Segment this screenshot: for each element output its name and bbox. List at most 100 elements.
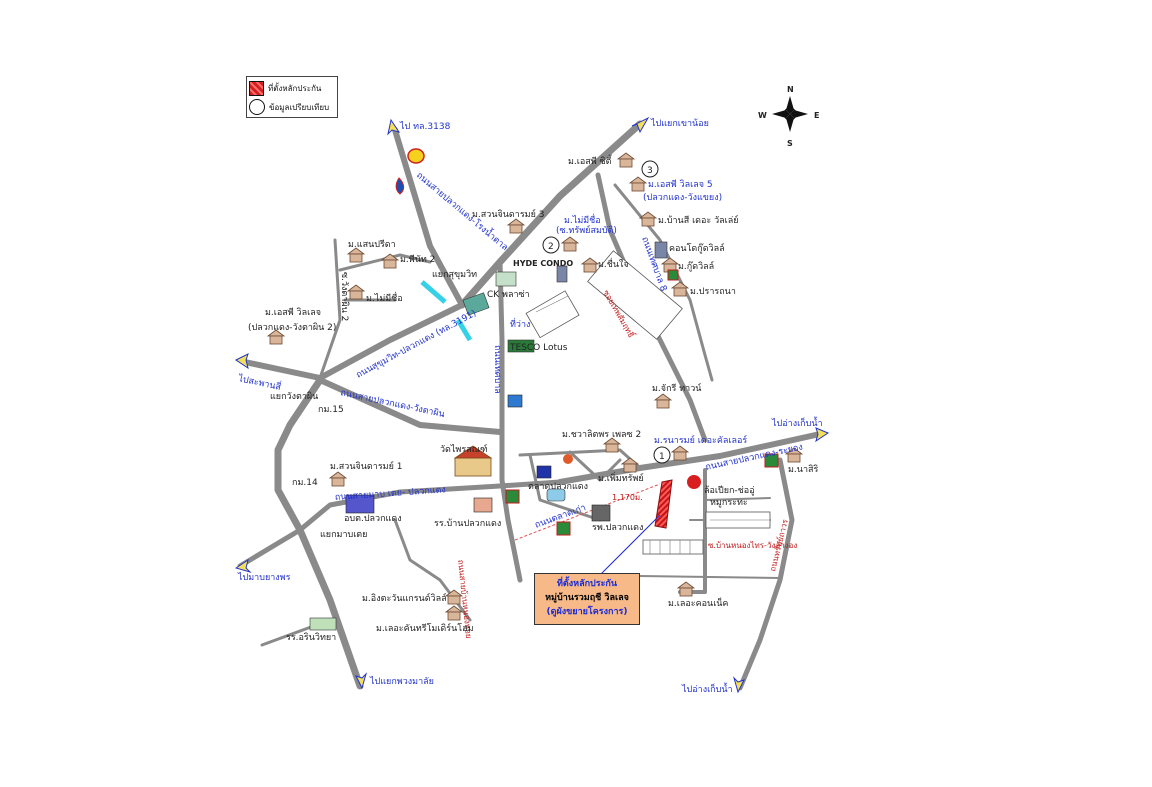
place-m-no-name2: ม.ไม่มีชื่อ bbox=[366, 291, 403, 304]
distance-line bbox=[514, 483, 661, 541]
place-hospital: รพ.ปลวกแดง bbox=[592, 523, 643, 533]
house-icon bbox=[560, 236, 580, 252]
compass-icon: N S E W bbox=[758, 85, 819, 148]
house-icon bbox=[628, 176, 648, 192]
restaurant-icon bbox=[687, 475, 701, 489]
house-icon bbox=[266, 329, 286, 345]
label-to-reservoir-2: ไปอ่างเก็บน้ำ bbox=[681, 682, 733, 695]
house-icon bbox=[444, 589, 464, 605]
road-cluster-2 bbox=[528, 453, 602, 522]
seven-eleven-icon bbox=[667, 269, 679, 281]
district-office-icon bbox=[345, 494, 375, 514]
place-condo: คอนโดกู๊ดวิลล์ bbox=[669, 242, 725, 254]
comparison-number-1: 1 bbox=[659, 452, 665, 462]
compass-n: N bbox=[787, 85, 794, 94]
place-m-sp-villa5: ม.เอสพี วิลเลจ 5 bbox=[648, 179, 713, 190]
shell-logo-icon bbox=[407, 148, 425, 164]
road-nw-small-2 bbox=[338, 253, 432, 272]
gas-station-icon bbox=[563, 454, 573, 464]
house-icon bbox=[346, 247, 366, 263]
place-m-sanpreeda: ม.แสนปรีดา bbox=[348, 239, 396, 250]
arrow-east bbox=[815, 427, 830, 443]
direction-arrows bbox=[234, 116, 830, 694]
road-label-map-khut: ถนนสายมาบ เตย- ปลวกแดง bbox=[335, 485, 447, 503]
house-icon bbox=[784, 447, 804, 463]
seven-eleven-icon bbox=[764, 453, 779, 468]
road-municipal-vertical bbox=[497, 259, 523, 583]
road-pluak-daeng-rayong bbox=[557, 431, 823, 485]
map-legend: ที่ตั้งหลักประกัน ข้อมูลเปรียบเทียบ bbox=[246, 76, 338, 118]
place-m-sp-villa5-sub: (ปลวกแดง-วังแขยง) bbox=[643, 193, 722, 203]
arrow-south-2 bbox=[732, 676, 745, 694]
callout-line-1: ที่ตั้งหลักประกัน bbox=[556, 579, 618, 589]
subject-site bbox=[654, 479, 673, 529]
condo-building-icon bbox=[654, 241, 668, 259]
place-school-arin: รร.อรินวิทยา bbox=[286, 632, 336, 643]
place-m-prathana: ม.ปรารถนา bbox=[690, 287, 736, 297]
road-la-conn-h bbox=[639, 575, 781, 579]
market-icon bbox=[536, 465, 552, 479]
arrow-west bbox=[235, 353, 249, 370]
house-icons bbox=[266, 152, 804, 621]
place-m-chakri: ม.จักรี ทาวน์ bbox=[652, 382, 702, 394]
road-label-sukhumvit: ถนนสุขุมวิท-ปลวกแดง (ทล.3191) bbox=[354, 308, 478, 381]
place-m-suan-cha1: ม.สวนจินดารมย์ 1 bbox=[330, 460, 402, 472]
ptt-logo-icon bbox=[395, 177, 405, 195]
road-east-small bbox=[704, 497, 771, 501]
arrow-south-1 bbox=[355, 672, 368, 690]
place-m-sp-villa: ม.เอสพี วิลเลจ bbox=[265, 307, 321, 318]
house-icon bbox=[653, 393, 673, 409]
house-icon bbox=[506, 218, 526, 234]
place-m-ladda: ม.เลอะคันทรีโมเดิร์นโฮม bbox=[376, 622, 474, 634]
callout-line-3: (ดูผังขยายโครงการ) bbox=[546, 607, 628, 617]
place-m-la-conn: ม.เลอะคอนเน็ค bbox=[668, 596, 728, 609]
collateral-swatch-icon bbox=[249, 81, 264, 96]
house-icon bbox=[670, 445, 690, 461]
place-empty-lot: ที่ว่าง bbox=[510, 317, 530, 330]
school-arin-icon bbox=[309, 617, 337, 631]
place-ck-plaza: CK พลาซ่า bbox=[487, 290, 530, 300]
housing-grid-lines bbox=[535, 295, 770, 554]
place-m-chuen: ม.ชื่นใจ bbox=[598, 257, 629, 270]
place-junction-sukhum: แยกสุขุมวิท bbox=[432, 269, 477, 280]
place-market: ตลาดปลวกแดง bbox=[528, 482, 588, 492]
place-m-ingdara: ม.อิงตะวันแกรนด์วิลล์ bbox=[362, 592, 447, 604]
label-to-khao-noi: ไปแยกเขาน้อย bbox=[650, 118, 709, 129]
road-cluster-1 bbox=[518, 448, 642, 470]
road-west-loop bbox=[274, 376, 364, 690]
road-map-taphut bbox=[297, 479, 563, 533]
place-junction-map: แยกมาบเตย bbox=[320, 530, 367, 540]
road-to-3138 bbox=[392, 127, 465, 308]
place-m-no-name1: ม.ไม่มีชื่อ bbox=[564, 213, 601, 226]
road-to-map-yang bbox=[237, 527, 303, 569]
place-junction-wang: แยกวังตาผิน bbox=[270, 391, 318, 402]
label-to-reservoir-1: ไปอ่างเก็บน้ำ bbox=[771, 416, 823, 429]
house-icon bbox=[660, 257, 680, 273]
house-icon bbox=[346, 284, 366, 300]
place-km15: กม.15 bbox=[318, 405, 344, 415]
road-cluster-3 bbox=[568, 450, 622, 482]
place-m-good: ม.กู๊ดวิลล์ bbox=[678, 260, 714, 272]
compass-s: S bbox=[787, 139, 793, 148]
comparison-marker-1 bbox=[653, 446, 671, 464]
road-label-soi-wang: ซ.วังตาผิน 2 bbox=[339, 272, 350, 321]
place-m-no-name1-sub: (ซ.ทรัพย์สมบัติ) bbox=[556, 224, 617, 236]
legend-comparison-label: ข้อมูลเปรียบเทียบ bbox=[269, 102, 330, 112]
distance-label: 1,170ม. bbox=[612, 493, 643, 502]
house-icon bbox=[620, 457, 640, 473]
place-km14: กม.14 bbox=[292, 478, 318, 488]
school-icon bbox=[473, 497, 493, 513]
place-tesco: TESCO Lotus bbox=[509, 343, 568, 353]
label-to-phuang-malai: ไปแยกพวงมาลัย bbox=[369, 676, 434, 687]
legend-row-collateral: ที่ตั้งหลักประกัน bbox=[249, 81, 321, 96]
comparison-circle-icon bbox=[249, 99, 265, 115]
road-label-municipal: ถนนเทศบาล bbox=[492, 345, 502, 394]
place-m-sp-villa-sub: (ปลวกแดง-วังตาผิน 2) bbox=[248, 322, 336, 333]
house-icon bbox=[328, 471, 348, 487]
place-m-phanat2: ม.พีนัท 2 bbox=[400, 254, 435, 265]
road-pluak-daeng-north bbox=[458, 120, 644, 309]
callout-line-2: หมู่บ้านรวมฤชี วิลเลจ bbox=[545, 593, 629, 603]
canal bbox=[420, 280, 473, 342]
place-m-sp-city: ม.เอสพี ซิตี้ bbox=[568, 154, 613, 167]
